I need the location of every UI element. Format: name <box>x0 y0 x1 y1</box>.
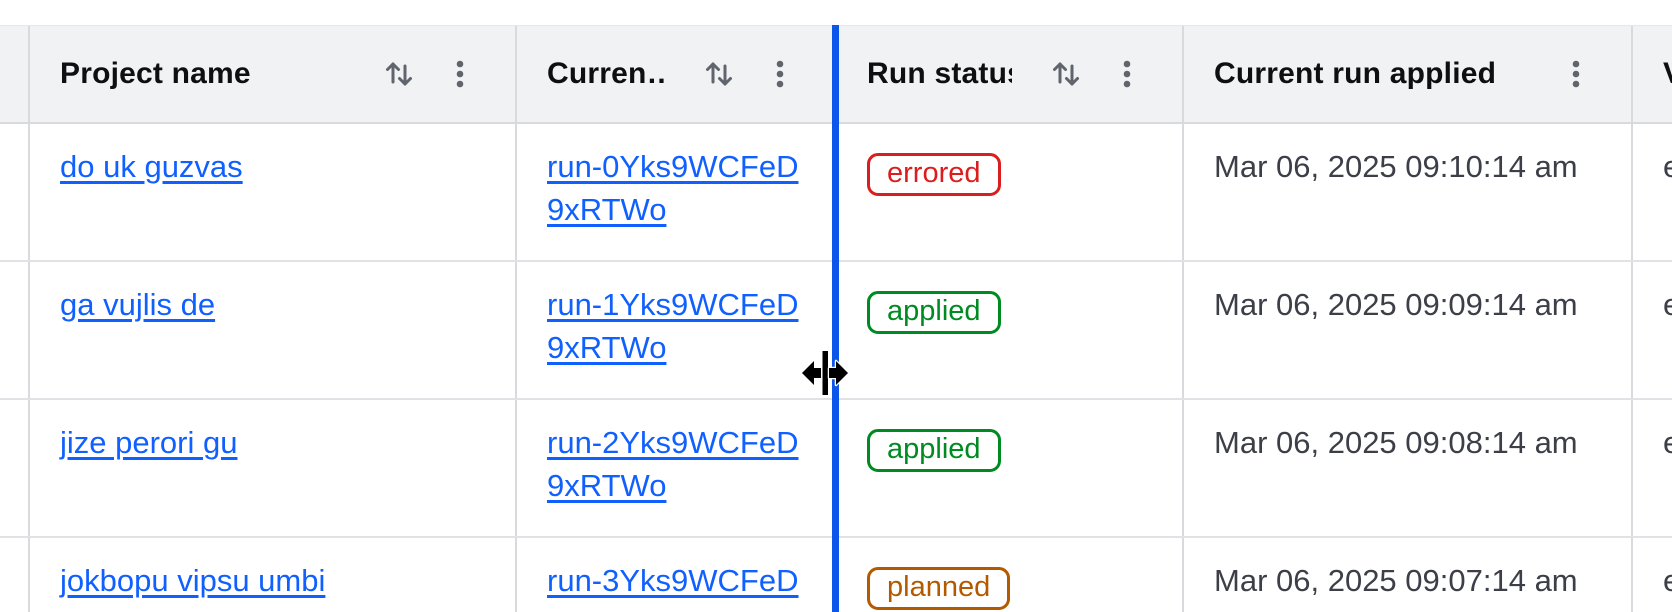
cell-project-name: jokbopu vipsu umbi <box>30 538 517 612</box>
column-header-overflow_clipped: V <box>1633 26 1672 122</box>
column-header-current_run_applied: Current run applied <box>1184 26 1633 122</box>
clipped-cell-text: e <box>1663 149 1672 184</box>
column-header-current_run: Curren… <box>517 26 837 122</box>
cell-current-run-applied: Mar 06, 2025 09:08:14 am <box>1184 400 1633 536</box>
sort-arrows-icon[interactable] <box>705 57 733 91</box>
cell-overflow-clipped: e <box>1633 262 1672 398</box>
applied-timestamp: Mar 06, 2025 09:10:14 am <box>1214 149 1578 184</box>
cell-current-run: run-2Yks9WCFeD9xRTWo <box>517 400 837 536</box>
cell-gutter <box>0 400 30 536</box>
cell-current-run-applied: Mar 06, 2025 09:07:14 am <box>1184 538 1633 612</box>
cell-current-run-applied: Mar 06, 2025 09:10:14 am <box>1184 124 1633 260</box>
column-header-label: V <box>1663 57 1672 91</box>
column-header-label: Curren… <box>547 57 665 90</box>
clipped-cell-text: e <box>1663 425 1672 460</box>
project-link[interactable]: jize perori gu <box>60 425 238 460</box>
applied-timestamp: Mar 06, 2025 09:08:14 am <box>1214 425 1578 460</box>
run-status-badge: planned <box>867 567 1011 610</box>
cell-current-run: run-0Yks9WCFeD9xRTWo <box>517 124 837 260</box>
column-header-label: Project name <box>60 57 251 90</box>
sort-arrows-icon[interactable] <box>1052 57 1080 91</box>
run-link[interactable]: run-2Yks9WCFeD9xRTWo <box>547 425 799 503</box>
cell-overflow-clipped: e <box>1633 124 1672 260</box>
applied-timestamp: Mar 06, 2025 09:09:14 am <box>1214 287 1578 322</box>
cell-gutter <box>0 538 30 612</box>
cell-overflow-clipped: e <box>1633 400 1672 536</box>
cell-run-status: errored <box>837 124 1184 260</box>
kebab-menu-icon[interactable] <box>773 57 787 91</box>
run-link[interactable]: run-1Yks9WCFeD9xRTWo <box>547 287 799 365</box>
run-link[interactable]: run-0Yks9WCFeD9xRTWo <box>547 149 799 227</box>
cell-gutter <box>0 262 30 398</box>
column-header-label: Run status <box>867 57 1012 90</box>
column-resize-indicator[interactable] <box>832 25 839 612</box>
cell-current-run: run-1Yks9WCFeD9xRTWo <box>517 262 837 398</box>
run-status-badge: errored <box>867 153 1001 196</box>
sort-arrows-icon[interactable] <box>385 57 413 91</box>
cell-project-name: ga vujlis de <box>30 262 517 398</box>
column-header-gutter <box>0 26 30 122</box>
project-link[interactable]: do uk guzvas <box>60 149 243 184</box>
project-link[interactable]: jokbopu vipsu umbi <box>60 563 326 598</box>
applied-timestamp: Mar 06, 2025 09:07:14 am <box>1214 563 1578 598</box>
kebab-menu-icon[interactable] <box>1120 57 1134 91</box>
run-status-badge: applied <box>867 291 1001 334</box>
project-link[interactable]: ga vujlis de <box>60 287 216 322</box>
cell-run-status: applied <box>837 262 1184 398</box>
cell-project-name: do uk guzvas <box>30 124 517 260</box>
run-link[interactable]: run-3Yks9WCFeD9xRTWo <box>547 563 799 612</box>
cell-project-name: jize perori gu <box>30 400 517 536</box>
kebab-menu-icon[interactable] <box>1569 57 1583 91</box>
kebab-menu-icon[interactable] <box>453 57 467 91</box>
column-header-run_status: Run status <box>837 26 1184 122</box>
cell-gutter <box>0 124 30 260</box>
cell-overflow-clipped: e <box>1633 538 1672 612</box>
column-header-label: Current run applied <box>1214 57 1497 90</box>
clipped-cell-text: e <box>1663 287 1672 322</box>
column-header-project_name: Project name <box>30 26 517 122</box>
clipped-cell-text: e <box>1663 563 1672 598</box>
run-status-badge: applied <box>867 429 1001 472</box>
cell-current-run-applied: Mar 06, 2025 09:09:14 am <box>1184 262 1633 398</box>
cell-current-run: run-3Yks9WCFeD9xRTWo <box>517 538 837 612</box>
cell-run-status: applied <box>837 400 1184 536</box>
cell-run-status: planned <box>837 538 1184 612</box>
